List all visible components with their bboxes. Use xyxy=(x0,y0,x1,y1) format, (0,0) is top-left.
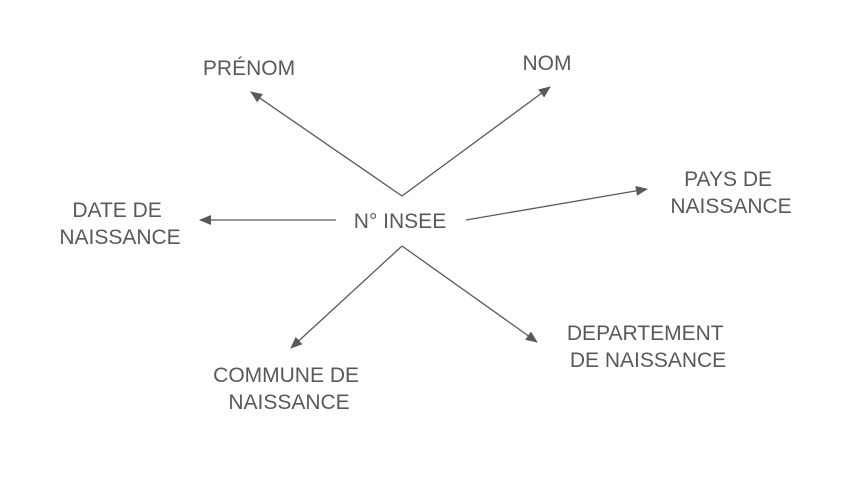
node-prenom: PRÉNOM xyxy=(203,57,295,80)
node-nom: NOM xyxy=(523,52,572,75)
node-pays-de-naissance: PAYS DE NAISSANCE xyxy=(670,168,791,218)
edge-insee-to-departement xyxy=(401,245,538,343)
node-insee-line: N° INSEE xyxy=(354,210,446,233)
node-nom-line: NOM xyxy=(523,52,572,75)
node-date-line-1: DATE DE xyxy=(72,199,161,222)
node-prenom-line: PRÉNOM xyxy=(203,57,295,80)
node-departement-de-naissance: DEPARTEMENT DE NAISSANCE xyxy=(567,322,729,372)
edge-insee-to-pays xyxy=(465,185,648,221)
edge-insee-to-commune xyxy=(290,245,403,349)
node-date-de-naissance: DATE DE NAISSANCE xyxy=(59,199,180,249)
node-pays-line-2: NAISSANCE xyxy=(670,195,791,218)
edge-insee-to-nom xyxy=(401,86,551,197)
node-commune-line-1: COMMUNE DE xyxy=(213,364,359,387)
edge-insee-to-prenom xyxy=(250,91,403,197)
node-commune-de-naissance: COMMUNE DE NAISSANCE xyxy=(213,364,365,414)
node-commune-line-2: NAISSANCE xyxy=(228,391,349,414)
node-insee: N° INSEE xyxy=(354,210,446,233)
node-departement-line-2: DE NAISSANCE xyxy=(570,349,726,372)
node-date-line-2: NAISSANCE xyxy=(59,226,180,249)
node-pays-line-1: PAYS DE xyxy=(684,168,772,191)
node-departement-line-1: DEPARTEMENT xyxy=(567,322,724,345)
